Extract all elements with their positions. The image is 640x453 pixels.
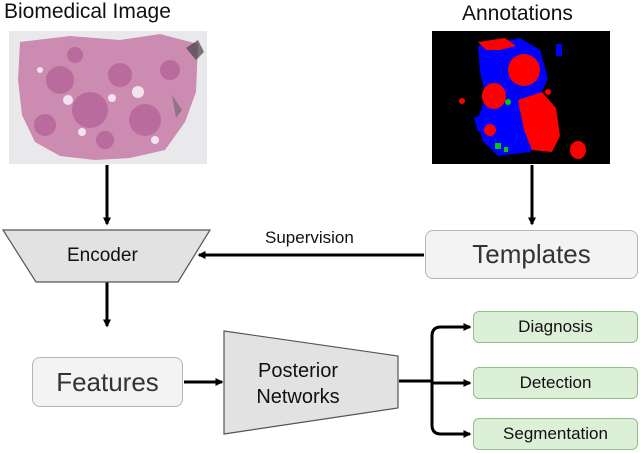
branch-to-diagnosis [430, 323, 472, 381]
features-label: Features [56, 366, 159, 397]
templates-label: Templates [472, 239, 591, 269]
detection-node: Detection [473, 367, 638, 399]
features-node: Features [32, 357, 183, 407]
posterior-networks-label: Posterior Networks [240, 358, 356, 410]
encoder-label: Encoder [67, 245, 138, 266]
diagnosis-node: Diagnosis [473, 311, 638, 343]
biomedical-image-title: Biomedical Image [4, 0, 171, 23]
branch-to-segmentation [430, 381, 472, 438]
posterior-label-line1: Posterior [257, 360, 339, 382]
segmentation-label: Segmentation [503, 424, 608, 443]
segmentation-node: Segmentation [473, 418, 638, 450]
posterior-label-line2: Networks [256, 386, 340, 408]
detection-label: Detection [519, 373, 592, 392]
diagnosis-label: Diagnosis [518, 317, 593, 336]
templates-node: Templates [425, 230, 638, 279]
annotations-title: Annotations [462, 2, 573, 25]
supervision-label: Supervision [265, 228, 354, 247]
